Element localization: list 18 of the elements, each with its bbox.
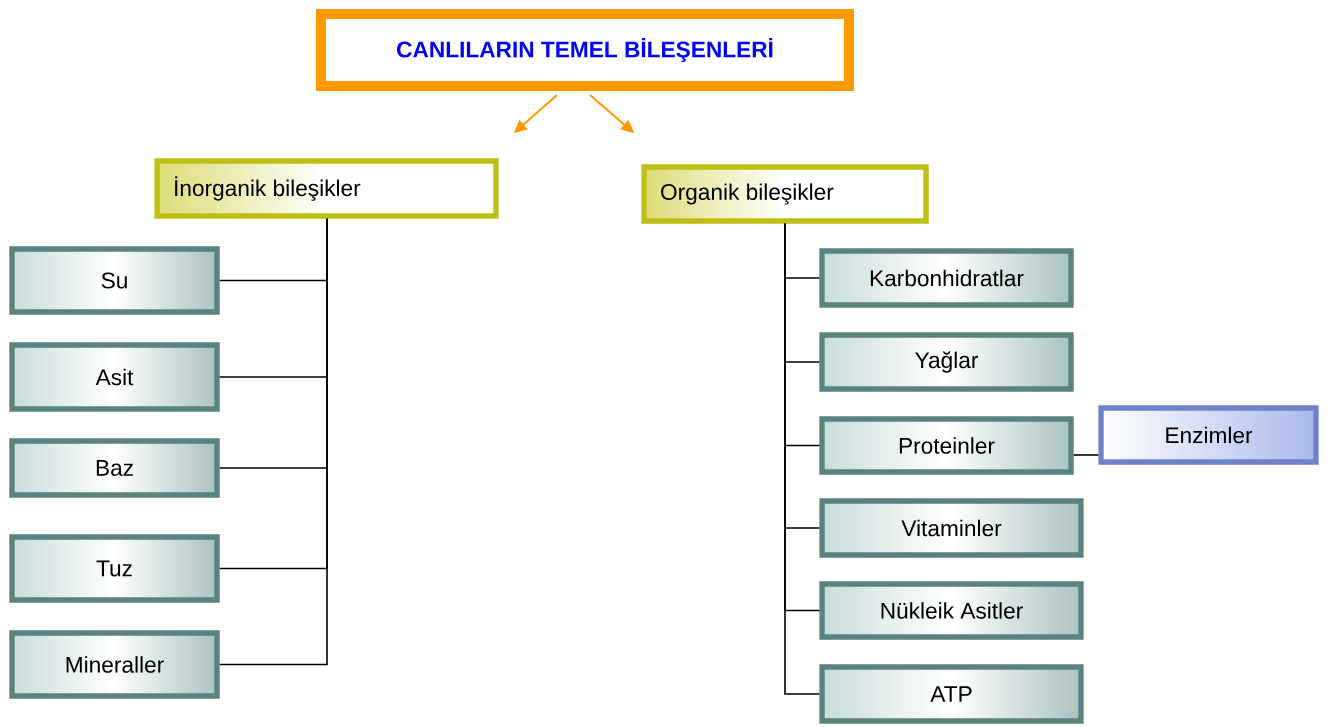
item-box: Yağlar [819, 332, 1074, 392]
item-box: Proteinler [819, 416, 1074, 475]
item-box: Su [9, 246, 220, 315]
item-box: Baz [9, 438, 220, 498]
title-box: CANLILARIN TEMEL BİLEŞENLERİ [316, 9, 854, 91]
item-box: Enzimler [1098, 405, 1319, 465]
item-box: Asit [9, 342, 220, 412]
category-box: İnorganik bileşikler [154, 158, 499, 219]
category-box: Organik bileşikler [641, 164, 929, 224]
item-box: Tuz [9, 534, 220, 603]
item-box: Karbonhidratlar [819, 248, 1074, 308]
item-box: Vitaminler [819, 498, 1084, 558]
item-box: ATP [819, 664, 1084, 724]
item-box: Nükleik Asitler [819, 581, 1084, 640]
connector [218, 217, 328, 666]
connector [1072, 454, 1100, 456]
connector [784, 222, 821, 695]
item-box: Mineraller [9, 630, 220, 699]
